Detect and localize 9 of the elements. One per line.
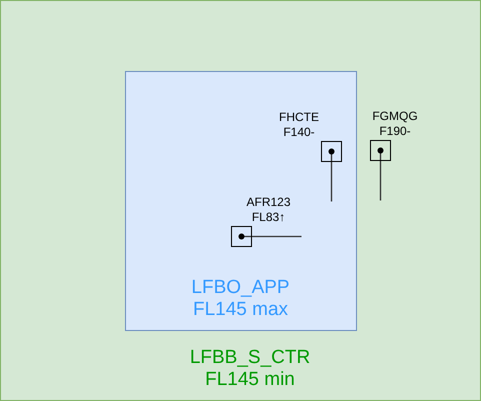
airspace-zone <box>125 71 357 331</box>
target-icon <box>370 140 391 161</box>
callsign-label: AFR123 FL83↑ <box>246 195 291 224</box>
callsign-label: FGMQG F190- <box>372 109 418 138</box>
zone-label: LFBO_APP FL145 max <box>191 277 290 320</box>
target-icon <box>231 226 252 247</box>
callsign-label: FHCTE F140- <box>279 110 319 139</box>
zone-label: LFBB_S_CTR FL145 min <box>190 347 310 390</box>
target-icon <box>321 141 342 162</box>
